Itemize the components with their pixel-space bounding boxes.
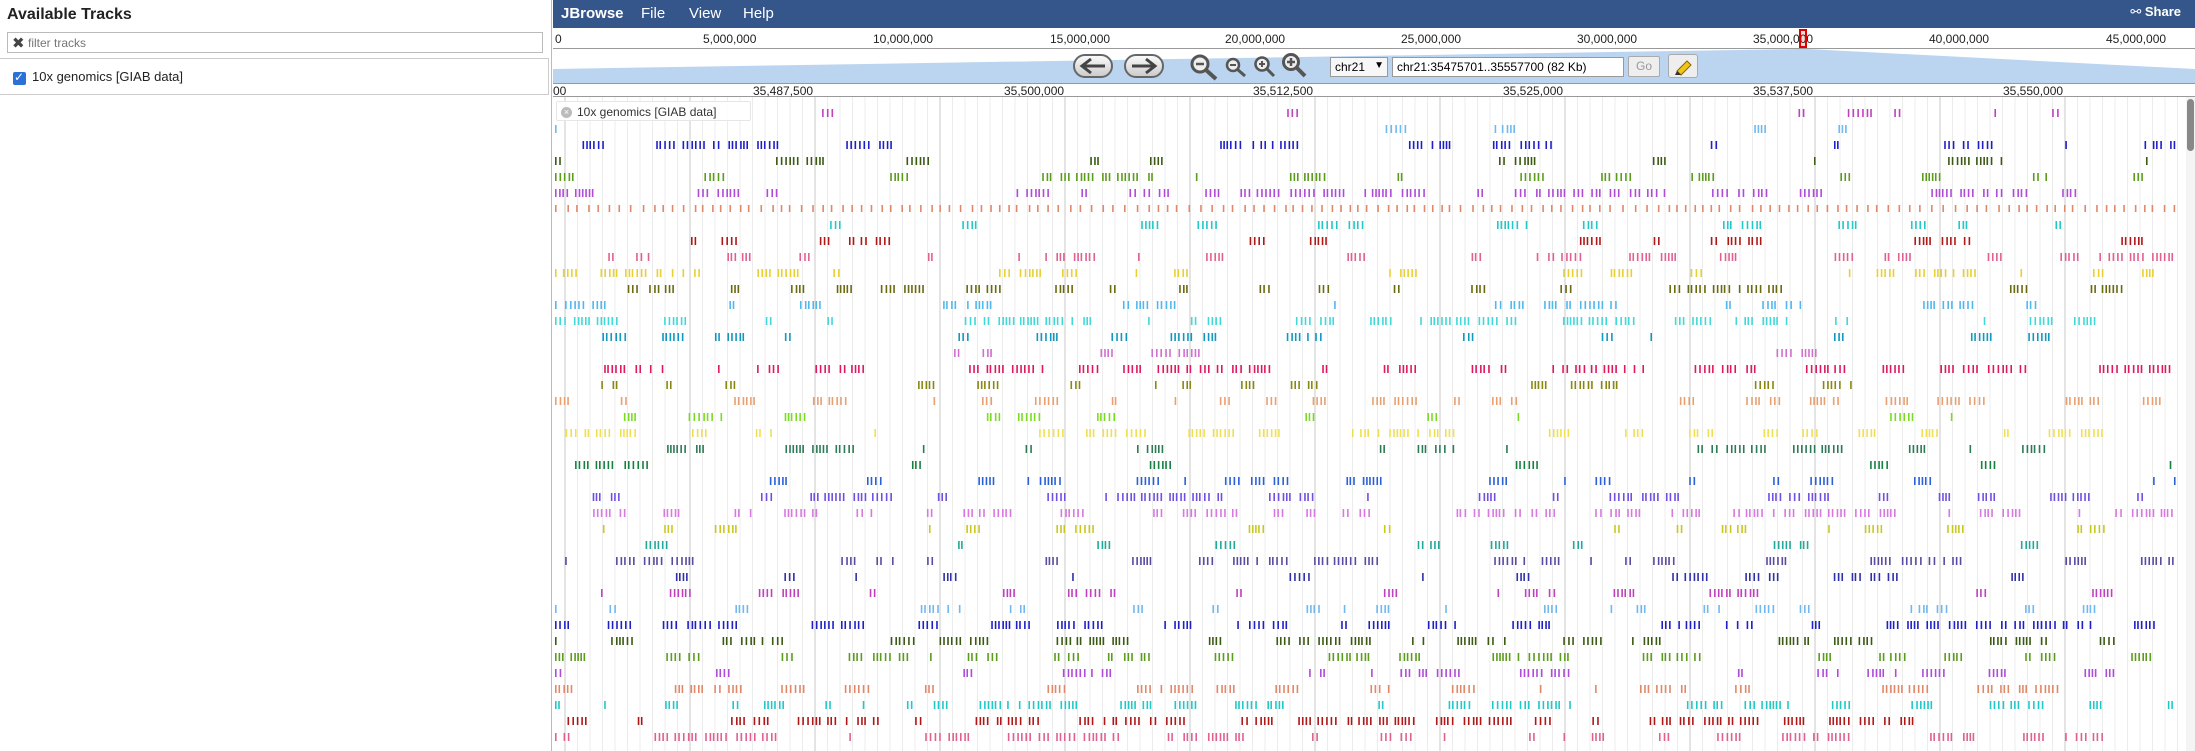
location-input[interactable] <box>1392 57 1624 77</box>
menu-view[interactable]: View <box>689 5 722 22</box>
share-label: Share <box>2144 4 2181 19</box>
overview-tick: 40,000,000 <box>1929 32 1990 46</box>
overview-tick: 15,000,000 <box>1050 32 1111 46</box>
chromosome-select[interactable]: chr21 ▼ <box>1330 57 1388 77</box>
alignment-reads[interactable] <box>553 97 2186 751</box>
chromosome-value: chr21 <box>1335 60 1366 74</box>
pan-left-button[interactable] <box>1073 54 1113 78</box>
panel-splitter[interactable] <box>549 360 552 390</box>
menu-bar: JBrowse File View Help ⚯ Share <box>553 0 2195 28</box>
ruler-tick: 35,512,500 <box>1253 84 1314 98</box>
close-icon[interactable]: × <box>561 107 572 118</box>
link-icon: ⚯ <box>2130 4 2142 19</box>
ruler-tick: 00 <box>553 84 567 98</box>
ruler-tick: 35,550,000 <box>2003 84 2064 98</box>
clear-filter-icon[interactable]: ✖ <box>12 35 25 52</box>
overview-tick: 10,000,000 <box>873 32 934 46</box>
position-ruler[interactable]: 00 35,487,500 35,500,000 35,512,500 35,5… <box>553 83 2195 98</box>
filter-input[interactable] <box>28 35 538 51</box>
overview-tick: 45,000,000 <box>2106 32 2167 46</box>
share-button[interactable]: ⚯ Share <box>2130 4 2181 20</box>
overview-tick: 35,000,000 <box>1753 32 1814 46</box>
zoom-out-icon[interactable] <box>1225 57 1249 79</box>
track-selector-panel: Available Tracks ✖ 10x genomics [GIAB da… <box>0 0 552 751</box>
highlighter-icon <box>1675 60 1692 76</box>
track-label[interactable]: × 10x genomics [GIAB data] <box>556 101 751 121</box>
overview-tick: 20,000,000 <box>1225 32 1286 46</box>
go-button[interactable]: Go <box>1628 56 1660 77</box>
menu-file[interactable]: File <box>641 5 666 22</box>
track-title: 10x genomics [GIAB data] <box>577 105 717 119</box>
filter-box[interactable]: ✖ <box>7 32 543 53</box>
overview-tick: 0 <box>555 32 562 46</box>
track-list-item-label[interactable]: 10x genomics [GIAB data] <box>32 69 184 84</box>
arrow-right-icon <box>1132 57 1158 75</box>
track-scrollbar[interactable] <box>2186 97 2195 751</box>
menu-help[interactable]: Help <box>743 5 774 22</box>
ruler-tick: 35,537,500 <box>1753 84 1814 98</box>
brand-logo[interactable]: JBrowse <box>561 5 624 22</box>
ruler-tick: 35,500,000 <box>1004 84 1065 98</box>
overview-tick: 30,000,000 <box>1577 32 1638 46</box>
chevron-down-icon: ▼ <box>1374 60 1384 71</box>
panel-title: Available Tracks <box>7 6 132 23</box>
track-area[interactable]: × 10x genomics [GIAB data] <box>553 97 2195 751</box>
overview-tick: 5,000,000 <box>703 32 757 46</box>
overview-scale[interactable]: 0 5,000,000 10,000,000 15,000,000 20,000… <box>553 28 2195 49</box>
ruler-tick: 35,525,000 <box>1503 84 1564 98</box>
genome-browser-main: JBrowse File View Help ⚯ Share 0 5,000,0… <box>553 0 2195 751</box>
track-list: 10x genomics [GIAB data] <box>0 58 549 95</box>
arrow-left-icon <box>1079 57 1105 75</box>
track-checkbox[interactable] <box>13 70 26 85</box>
ruler-tick: 35,487,500 <box>753 84 814 98</box>
zoom-in-large-icon[interactable] <box>1281 52 1309 80</box>
highlight-button[interactable] <box>1668 54 1698 78</box>
scrollbar-thumb[interactable] <box>2187 99 2194 151</box>
overview-tick: 25,000,000 <box>1401 32 1462 46</box>
overview-location-marker[interactable] <box>1799 29 1807 48</box>
pan-right-button[interactable] <box>1124 54 1164 78</box>
zoom-out-large-icon[interactable] <box>1189 53 1221 81</box>
zoom-in-icon[interactable] <box>1253 55 1277 79</box>
